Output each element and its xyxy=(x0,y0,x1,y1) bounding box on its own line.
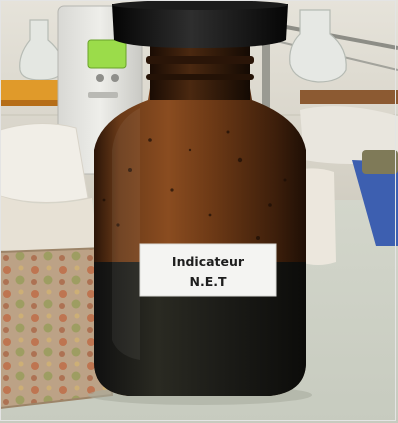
label-line2: N.E.T xyxy=(189,274,226,289)
label-line1: Indicateur xyxy=(172,254,245,269)
